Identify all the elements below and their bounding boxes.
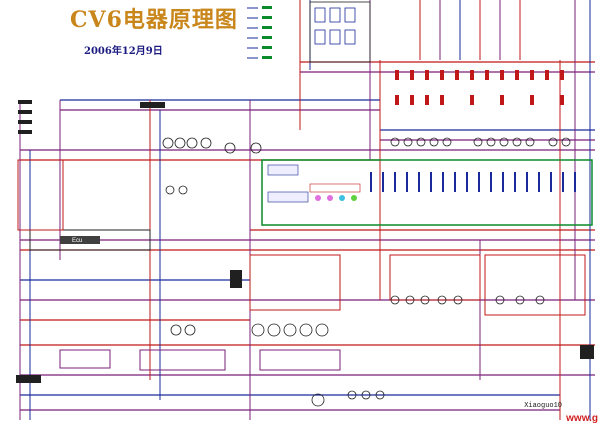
- relay-panels: [17, 159, 586, 371]
- instrument-cluster: [261, 159, 593, 226]
- fuse-box-top: [309, 1, 371, 63]
- motor-row-lower: [170, 323, 329, 407]
- ecu-block: [29, 229, 151, 251]
- bus-lines: [20, 61, 595, 411]
- motor-row-upper: [162, 137, 262, 195]
- fuse-row-top-right: [395, 70, 564, 105]
- footer-url: www.g: [566, 413, 598, 424]
- lower-lamps: [347, 295, 545, 400]
- footer-credit: Xiaoguo10: [524, 402, 562, 410]
- vertical-wires: [19, 0, 591, 420]
- ecu-label: Ecu: [72, 238, 83, 244]
- connector-pins: [16, 100, 594, 383]
- lamp-row: [390, 137, 571, 147]
- legend-block: [247, 6, 272, 59]
- diagram-title: CV6电器原理图: [70, 7, 238, 33]
- diagram-date: 2006年12月9日: [84, 46, 163, 57]
